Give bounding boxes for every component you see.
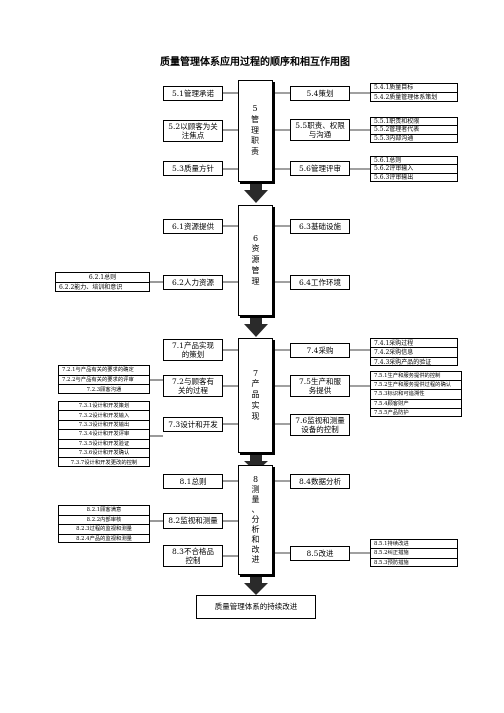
box-5-1: 5.1管理承诺 [163, 86, 223, 101]
list-item: 5.4.1质量目标 [371, 84, 457, 93]
list-5-6: 5.6.1总则 5.6.2评审输入 5.6.3评审输出 [370, 156, 458, 182]
list-item: 5.5.1职责和权限 [371, 118, 457, 127]
list-item: 7.5.5产品防护 [374, 410, 409, 417]
section-8-center-box: 8 测 量 、 分 析 和 改 进 [238, 465, 273, 575]
box-5-6: 5.6管理评审 [290, 161, 350, 176]
section-5-center-box: 5 管 理 职 责 [238, 80, 273, 182]
box-7-4: 7.4采购 [290, 343, 350, 358]
box-8-1: 8.1总则 [163, 474, 223, 489]
list-item: 7.4.2采购信息 [371, 348, 457, 358]
list-item: 6.2.1总则 [56, 273, 149, 283]
list-item: 6.2.2能力、培训和意识 [59, 283, 123, 291]
list-item: 5.4.2质量管理体系策划 [374, 93, 438, 101]
list-item: 7.4.1采购过程 [371, 339, 457, 349]
continual-improvement-box: 质量管理体系的持续改进 [196, 595, 316, 619]
section-7-center-label: 7 产 品 实 现 [251, 368, 260, 421]
list-item: 7.3.3设计和开发输出 [59, 421, 149, 431]
list-item: 7.5.2生产和服务提供过程的确认 [371, 381, 461, 391]
list-item: 7.3.1设计和开发策划 [59, 402, 149, 412]
list-item: 7.2.3顾客沟通 [86, 386, 122, 393]
box-5-4: 5.4策划 [290, 86, 350, 101]
list-item: 5.6.2评审输入 [371, 165, 457, 174]
box-8-3: 8.3不合格品控制 [163, 545, 223, 567]
list-8-2: 8.2.1顾客满意 8.2.2内部审核 8.2.3过程的监视和测量 8.2.4产… [58, 505, 150, 543]
box-8-5: 8.5改进 [290, 546, 350, 561]
list-item: 7.3.4设计和开发评审 [59, 430, 149, 440]
list-7-5: 7.5.1生产和服务提供的控制 7.5.2生产和服务提供过程的确认 7.5.3标… [370, 371, 462, 417]
list-item: 7.5.1生产和服务提供的控制 [371, 372, 461, 382]
box-6-4: 6.4工作环境 [290, 275, 350, 290]
list-8-5: 8.5.1持续改进 8.5.2纠正措施 8.5.3预防措施 [370, 539, 458, 567]
list-item: 8.5.1持续改进 [371, 540, 457, 550]
box-7-3: 7.3设计和开发 [163, 417, 223, 432]
list-item: 8.5.2纠正措施 [371, 549, 457, 559]
list-item: 5.5.3内部沟通 [374, 135, 414, 143]
box-5-2: 5.2以顾客为关注焦点 [163, 120, 223, 142]
box-8-4: 8.4数据分析 [290, 474, 350, 489]
list-item: 5.6.1总则 [371, 157, 457, 166]
box-6-2: 6.2人力资源 [163, 275, 223, 290]
list-5-4: 5.4.1质量目标 5.4.2质量管理体系策划 [370, 83, 458, 102]
list-item: 5.5.2管理者代表 [371, 126, 457, 135]
section-7-center-box: 7 产 品 实 现 [238, 338, 273, 453]
list-item: 7.5.3标识和可追溯性 [371, 390, 461, 400]
box-7-1: 7.1产品实现的策划 [163, 339, 223, 361]
list-item: 7.3.7设计和开发更改的控制 [70, 460, 138, 466]
section-6-center-box: 6 资 源 管 理 [238, 205, 273, 316]
box-8-2: 8.2监视和测量 [163, 513, 223, 529]
box-5-3: 5.3质量方针 [163, 161, 223, 176]
list-item: 7.2.2与产品有关的要求的评审 [59, 376, 149, 386]
list-item: 8.2.2内部审核 [59, 516, 149, 525]
box-5-5: 5.5职责、权限与沟通 [290, 119, 350, 141]
list-5-5: 5.5.1职责和权限 5.5.2管理者代表 5.5.3内部沟通 [370, 117, 458, 143]
section-8-center-label: 8 测 量 、 分 析 和 改 进 [251, 475, 260, 564]
list-item: 7.2.1与产品有关的要求的确定 [59, 366, 149, 376]
list-item: 7.5.4顾客财产 [371, 400, 461, 409]
page-title: 质量管理体系应用过程的顺序和相互作用图 [160, 56, 350, 68]
section-6-center-label: 6 资 源 管 理 [251, 233, 260, 286]
list-7-2: 7.2.1与产品有关的要求的确定 7.2.2与产品有关的要求的评审 7.2.3顾… [58, 365, 150, 394]
list-7-4: 7.4.1采购过程 7.4.2采购信息 7.4.3采购产品的验证 [370, 338, 458, 366]
list-item: 7.3.2设计和开发输入 [59, 411, 149, 421]
list-item: 8.2.3过程的监视和测量 [59, 525, 149, 535]
list-item: 7.4.3采购产品的验证 [374, 358, 432, 366]
box-7-5: 7.5生产和服务提供 [290, 375, 350, 397]
list-item: 8.2.4产品的监视和测量 [76, 536, 132, 543]
list-7-3: 7.3.1设计和开发策划 7.3.2设计和开发输入 7.3.3设计和开发输出 7… [58, 401, 150, 467]
box-6-3: 6.3基础设施 [290, 219, 350, 234]
box-7-6: 7.6监视和测量设备的控制 [290, 414, 350, 436]
box-7-2: 7.2与顾客有关的过程 [163, 375, 223, 397]
box-6-1: 6.1资源提供 [163, 219, 223, 234]
list-item: 5.6.3评审输出 [374, 174, 414, 182]
list-item: 8.2.1顾客满意 [59, 506, 149, 516]
list-item: 8.5.3预防措施 [374, 560, 409, 567]
list-item: 7.3.6设计和开发确认 [59, 449, 149, 459]
section-5-center-label: 5 管 理 职 责 [251, 104, 260, 157]
list-item: 7.3.5设计和开发验证 [59, 440, 149, 449]
list-6-2: 6.2.1总则 6.2.2能力、培训和意识 [55, 272, 150, 292]
